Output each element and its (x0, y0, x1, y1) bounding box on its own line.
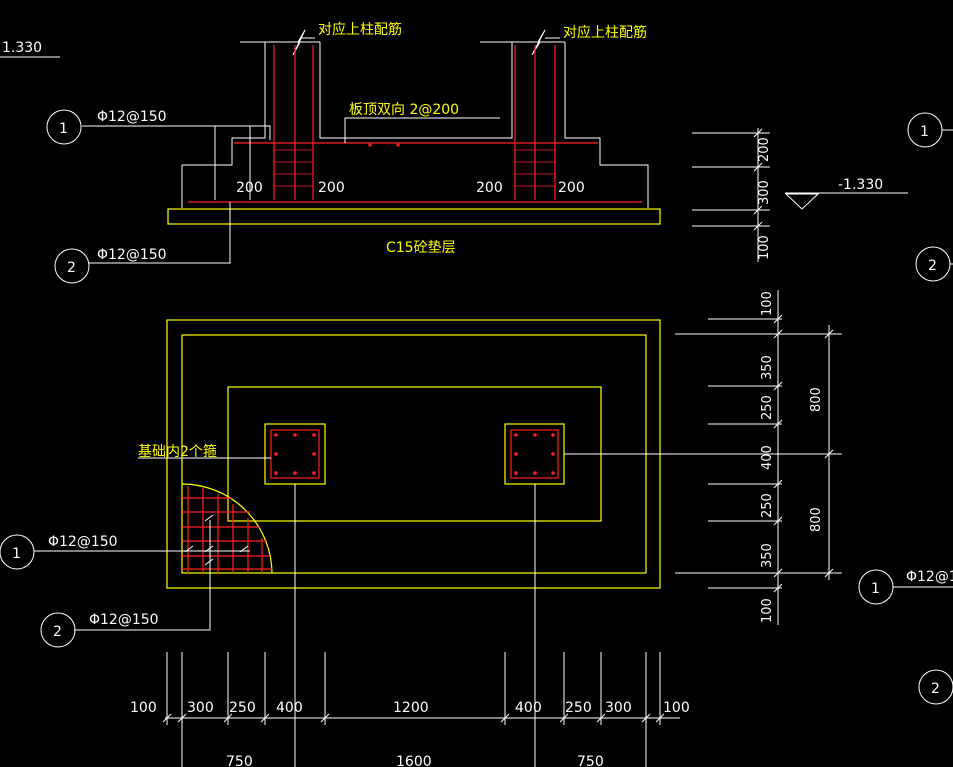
plan-horizontal-dims (162, 652, 680, 767)
plan-hdim-total-1: 750 (226, 754, 253, 767)
callout-right-4: 2 (931, 681, 940, 697)
break-line-right (480, 29, 565, 56)
level-right: -1.330 (838, 177, 883, 193)
cushion-layer (167, 208, 661, 225)
column-rebar-right (514, 45, 556, 200)
plan-hdim-6: 400 (515, 700, 542, 716)
break-line-left (265, 29, 320, 56)
stirrup-note: 基础内2个箍 (138, 443, 217, 460)
plan-callout-circle-1 (0, 534, 35, 570)
plan-vdim-2: 350 (760, 355, 775, 380)
plan-callout-2: 2 (53, 624, 62, 640)
plan-hdim-total-2: 1600 (396, 754, 432, 767)
rebar-detail-arc (181, 483, 273, 574)
plan-hdim-7: 250 (565, 700, 592, 716)
callout-circle-2 (54, 248, 90, 284)
plan-callout-circle-2 (40, 612, 76, 648)
column-rebar-label-right: 对应上柱配筋 (563, 24, 647, 41)
plan-vdim-total-1: 800 (809, 387, 824, 412)
step-outline (227, 386, 602, 522)
dim-200-b: 200 (318, 180, 345, 196)
foundation-outline-right (564, 42, 649, 208)
bottom-rebar-label-1: Φ12@150 (97, 109, 167, 125)
plan-vdim-7: 100 (760, 598, 775, 623)
level-left: 1.330 (2, 40, 42, 56)
column-bars (274, 433, 555, 475)
plan-hdim-total-3: 750 (577, 754, 604, 767)
right-callouts: 1 2 1 Φ12@1 2 (858, 112, 953, 705)
section-vertical-dims (692, 128, 770, 262)
plan-hdim-4: 400 (276, 700, 303, 716)
bottom-rebar-label-2: Φ12@150 (97, 247, 167, 263)
dim-200-c: 200 (476, 180, 503, 196)
dim-200-a: 200 (236, 180, 263, 196)
plan-vdim-5: 250 (760, 493, 775, 518)
plan-hdim-9: 100 (663, 700, 690, 716)
vdim-100: 100 (757, 235, 772, 260)
plan-view: 基础内2个箍 1 Φ12@150 2 Φ12@150 (0, 290, 842, 767)
rebar-ticks (184, 514, 249, 566)
plan-hdim-2: 300 (187, 700, 214, 716)
column-rebar-label-left: 对应上柱配筋 (318, 21, 402, 38)
rebar-dot (396, 143, 400, 147)
slab-top-rebar-label: 板顶双向 2@200 (349, 102, 459, 118)
plan-hdim-8: 300 (605, 700, 632, 716)
callout-right-2: 2 (928, 258, 937, 274)
foundation-outline-mid (319, 42, 513, 139)
column-rebar-box-right (510, 429, 559, 479)
callout-circle-1 (46, 109, 82, 145)
plan-callout-1: 1 (12, 546, 21, 562)
rebar-grid (182, 486, 272, 573)
callout-2: 2 (67, 260, 76, 276)
column-left (264, 423, 326, 485)
plan-rebar-label-2: Φ12@150 (89, 612, 159, 628)
leader-rebar-2 (88, 202, 231, 264)
plan-vdim-total-2: 800 (809, 507, 824, 532)
plan-vdim-3: 250 (760, 395, 775, 420)
callout-1: 1 (59, 121, 68, 137)
leader-slab-top (344, 117, 500, 143)
plan-hdim-1: 100 (130, 700, 157, 716)
plan-hdim-3: 250 (229, 700, 256, 716)
plan-vdim-6: 350 (760, 543, 775, 568)
leader-plan-rebar-2 (74, 520, 211, 631)
rebar-right-label: Φ12@1 (906, 569, 953, 585)
vdim-200: 200 (757, 137, 772, 162)
plan-vdim-4: 400 (760, 445, 775, 470)
level-triangle (784, 193, 820, 210)
dim-200-d: 200 (558, 180, 585, 196)
column-right (504, 423, 565, 485)
callout-right-1: 1 (920, 124, 929, 140)
section-view: 1.330 (0, 21, 908, 284)
cushion-label: C15砼垫层 (386, 240, 456, 256)
callout-circle-right-4 (918, 669, 953, 705)
column-rebar-box-left (270, 429, 320, 479)
plan-hdim-5: 1200 (393, 700, 429, 716)
column-rebar-left (273, 45, 314, 200)
plan-vdim-1: 100 (760, 291, 775, 316)
leader-rebar-1 (82, 125, 271, 140)
plan-vertical-dims (675, 290, 842, 625)
callout-right-3: 1 (871, 581, 880, 597)
rebar-dot (368, 143, 372, 147)
vdim-300: 300 (757, 180, 772, 205)
plan-rebar-label-1: Φ12@150 (48, 534, 118, 550)
